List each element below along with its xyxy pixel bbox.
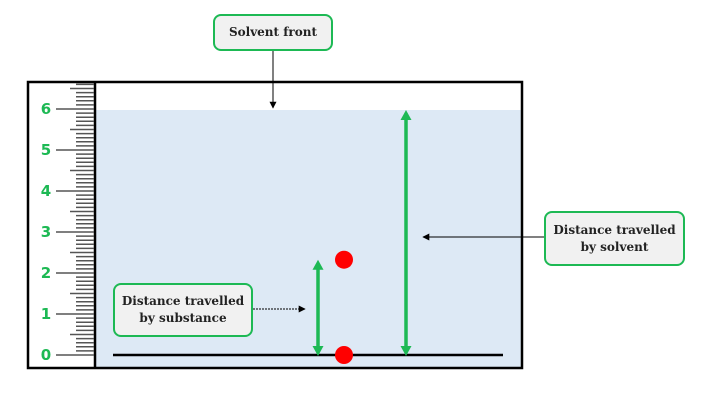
ruler-label-4: 4 (41, 182, 51, 200)
substance-distance-arrow (312, 259, 324, 356)
ruler-label-6: 6 (41, 100, 51, 118)
solvent-distance-arrow (400, 110, 412, 356)
substance-distance-label: Distance travelled by substance (113, 283, 253, 337)
ruler-label-0: 0 (41, 346, 51, 364)
origin-spot (335, 346, 353, 364)
ruler-label-2: 2 (41, 264, 51, 282)
solvent-label-line1: Distance travelled (553, 222, 676, 237)
ruler-ticks (56, 83, 94, 356)
ruler-label-1: 1 (41, 305, 51, 323)
solvent-arrow-head-bottom (400, 346, 412, 356)
solvent-arrow-head-top (400, 110, 412, 120)
substance-label-line1: Distance travelled (121, 294, 245, 308)
substance-arrow-head-top (312, 259, 324, 270)
substance-arrow-head-bottom (312, 346, 324, 356)
substance-label-line2: by substance (139, 311, 227, 325)
solvent-front-label: Solvent front (213, 14, 333, 51)
ruler-label-3: 3 (41, 223, 51, 241)
chromatography-container (26, 80, 524, 370)
solvent-label-line2: by solvent (580, 239, 649, 254)
solvent-distance-label: Distance travelled by solvent (544, 211, 685, 266)
ruler-label-5: 5 (41, 141, 51, 159)
solvent-front-label-text: Solvent front (228, 25, 318, 39)
substance-spot (335, 250, 353, 269)
ruler-labels: 0 1 2 3 4 5 6 (41, 100, 51, 364)
